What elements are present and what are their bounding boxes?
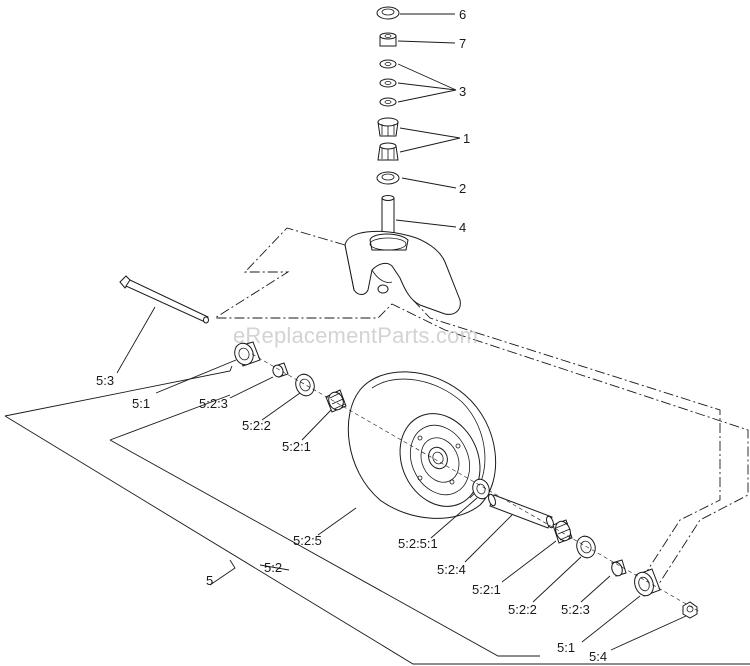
part-5-2-3-spacer-left	[272, 362, 289, 378]
callout-5-2-1-left: 5:2:1	[282, 439, 311, 454]
callout-5-2-4: 5:2:4	[437, 562, 466, 577]
callout-7: 7	[459, 36, 466, 51]
watermark-text: eReplacementParts.com	[233, 323, 478, 348]
callout-5-2-5: 5:2:5	[293, 533, 322, 548]
callout-5-2-1-right: 5:2:1	[472, 582, 501, 597]
part-5-2-5-1-bushing	[472, 478, 490, 500]
callout-2: 2	[459, 181, 466, 196]
callout-labels: 6 7 3 1 2 4 5:3 5:1 5:2:3 5:2:2 5:2:1 5:…	[96, 7, 607, 664]
callout-5-2-3-right: 5:2:3	[561, 602, 590, 617]
callout-5-2-2-left: 5:2:2	[242, 418, 271, 433]
part-4-caster-fork	[344, 195, 461, 315]
part-5-3-axle-bolt	[119, 275, 209, 324]
part-6-dust-cap	[376, 6, 400, 20]
part-5-1-spacer-right	[634, 568, 661, 597]
callout-5: 5	[206, 573, 213, 588]
part-5-2-1-bearing-right	[552, 519, 573, 544]
callout-6: 6	[459, 7, 466, 22]
callout-1: 1	[463, 131, 470, 146]
callout-5-2-5-1: 5:2:5:1	[398, 536, 438, 551]
part-5-2-3-spacer-right	[611, 559, 627, 577]
callout-4: 4	[459, 220, 466, 235]
callout-5-2-3-left: 5:2:3	[199, 396, 228, 411]
part-5-2-2-seal-left	[295, 373, 315, 397]
part-5-4-nut	[682, 601, 698, 619]
part-2-seal	[376, 171, 400, 185]
callout-5-4: 5:4	[589, 649, 607, 664]
callout-5-2: 5:2	[264, 560, 282, 575]
part-5-2-4-axle-tube	[488, 493, 554, 529]
part-5-1-spacer-left	[234, 341, 261, 367]
callout-5-3: 5:3	[96, 373, 114, 388]
part-1-bearings	[377, 117, 399, 161]
part-3-washers	[379, 59, 397, 107]
callout-5-2-2-right: 5:2:2	[508, 602, 537, 617]
axle-centerline	[251, 353, 701, 613]
phantom-lines	[213, 227, 749, 591]
callout-5-1-left: 5:1	[132, 396, 150, 411]
callout-3: 3	[459, 84, 466, 99]
part-5-2-1-bearing-left	[325, 389, 347, 413]
part-7-nut	[379, 32, 397, 47]
callout-5-1-right: 5:1	[557, 640, 575, 655]
leader-lines	[4, 13, 750, 665]
part-5-2-2-seal-right	[576, 535, 596, 559]
part-5-2-5-tire	[347, 371, 497, 519]
